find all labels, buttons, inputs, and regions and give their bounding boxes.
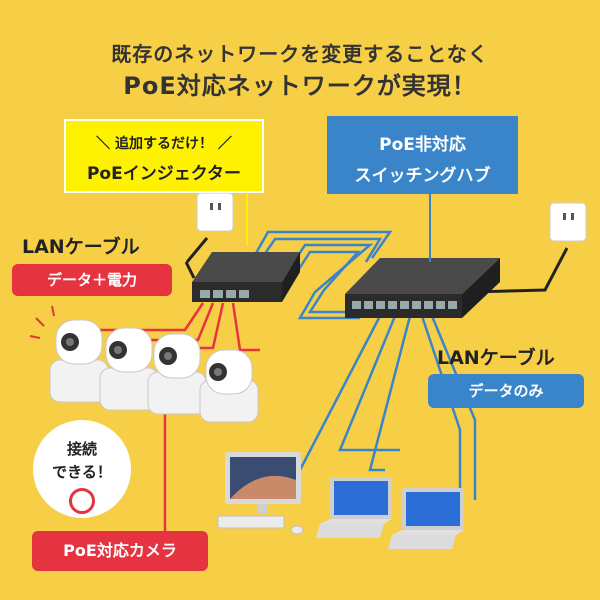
- hub-callout-line-1: PoE非対応: [379, 135, 466, 155]
- outlet-left: [196, 192, 234, 232]
- ok-circle-icon: [69, 488, 95, 514]
- camera-2: [99, 327, 159, 411]
- hub-callout-line-2: スイッチングハブ: [354, 166, 491, 186]
- switching-hub-device: [345, 258, 500, 318]
- outlet-right: [549, 202, 587, 242]
- lan-cables-hub-pcs: [298, 315, 477, 500]
- right-cable-tag: データのみ: [428, 374, 584, 408]
- left-cable-title: LANケーブル: [22, 236, 140, 258]
- camera-label: PoE対応カメラ: [32, 531, 208, 571]
- left-cable-tag: データ＋電力: [12, 264, 172, 296]
- injector-callout-tagline: ＼ 追加するだけ！ ／: [96, 136, 232, 152]
- camera-1: [49, 319, 109, 403]
- poe-injector-device: [192, 252, 300, 302]
- injector-callout-title: PoEインジェクター: [86, 164, 242, 184]
- headline-line-1: 既存のネットワークを変更することなく: [111, 42, 489, 66]
- connect-bubble-line-2: できる！: [52, 463, 112, 481]
- connect-ok-bubble: 接続 できる！: [33, 420, 131, 518]
- injector-callout: ＼ 追加するだけ！ ／ PoEインジェクター: [64, 119, 264, 193]
- camera-4: [199, 349, 259, 423]
- headline-line-2: PoE対応ネットワークが実現！: [123, 72, 477, 100]
- hub-callout: PoE非対応 スイッチングハブ: [327, 116, 518, 194]
- camera-3: [147, 333, 207, 415]
- laptop-1: [316, 477, 392, 538]
- lan-cables-injector-hub: [253, 230, 393, 320]
- connect-bubble-line-1: 接続: [66, 440, 97, 458]
- right-cable-title: LANケーブル: [437, 347, 555, 369]
- laptop-2: [388, 488, 464, 549]
- attention-sparkle: [29, 305, 55, 339]
- desktop-pc: [217, 452, 304, 535]
